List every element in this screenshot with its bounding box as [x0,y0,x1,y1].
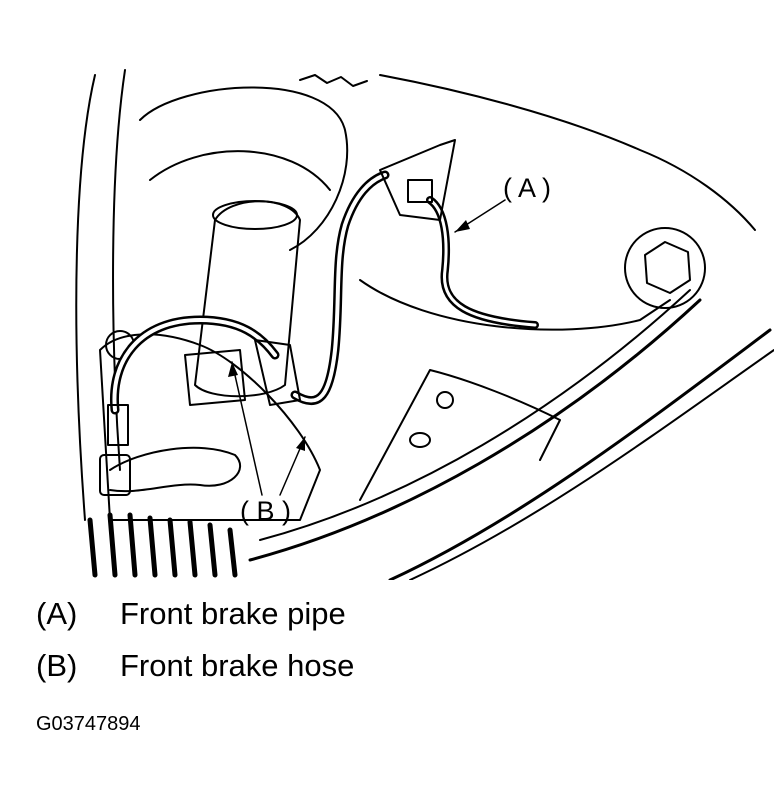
lower-arm-edge [259,289,691,541]
coil-spring [299,74,368,87]
frame-member [359,279,671,331]
leader-b-1 [231,361,263,496]
legend-item-b: (B) Front brake hose [36,648,354,684]
leader-b-1-arrow [228,362,238,377]
shock-absorber [194,200,301,398]
callout-a: ( A ) [503,173,551,203]
leader-b-2-arrow [296,437,305,451]
subframe [359,369,561,501]
upper-bracket [379,139,456,221]
lower-arm [248,298,702,562]
frame-bolt-nut [644,241,691,294]
legend-key-a: (A) [36,596,78,631]
lower-arm-edge-2 [388,328,772,580]
strut-dome [149,150,331,191]
brake-hose-right-inner [293,173,387,403]
shock-top [212,200,298,230]
legend-text-a: Front brake pipe [120,596,346,631]
subframe-hole [409,432,431,448]
strut-top [139,86,349,251]
leader-a-arrow [455,220,470,232]
subframe-bolt [436,391,454,409]
pipe-fitting [407,179,433,203]
legend-text-b: Front brake hose [120,648,355,683]
banjo-bolt [99,454,131,496]
drive-boot [87,512,238,578]
frame-bolt-washer [624,227,706,309]
lower-fitting [107,404,129,446]
callout-b: ( B ) [240,496,291,526]
lower-arm-edge-3 [409,349,774,580]
legend-item-a: (A) Front brake pipe [36,596,346,632]
hose-bracket [254,339,301,406]
brake-hose-left-inner [112,318,277,412]
upper-panel [379,74,756,231]
brake-pipe-inner [428,198,537,327]
legend-key-b: (B) [36,648,78,683]
knuckle-body [99,333,321,521]
knuckle [184,349,246,406]
caliper-bracket [109,446,242,493]
brake-line-illustration: ( A ) ( B ) [75,69,774,580]
fender-outline [75,74,96,521]
figure-id: G03747894 [36,713,141,735]
